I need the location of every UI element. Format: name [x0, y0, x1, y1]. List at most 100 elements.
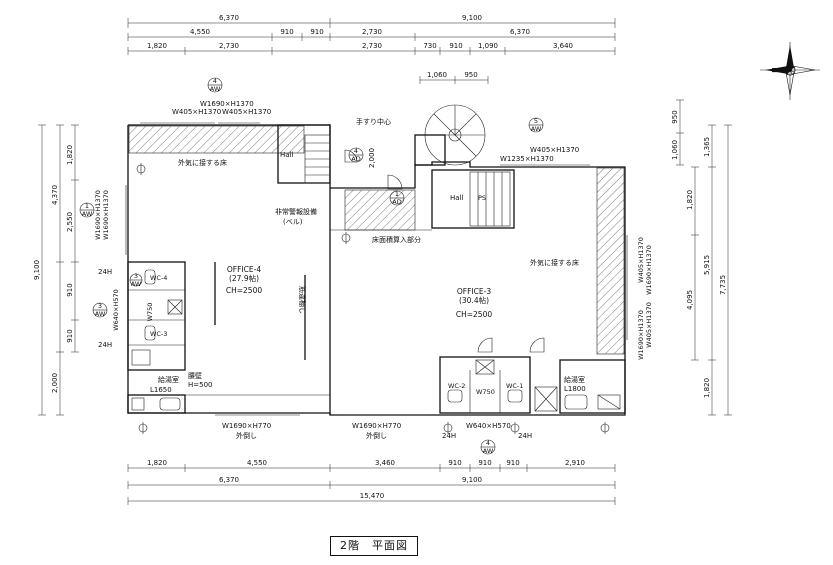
marker-ad4: 4 AD — [348, 147, 364, 163]
wc2-label: WC-2 — [448, 382, 465, 390]
ps-label: PS — [478, 194, 486, 202]
dim-bot-total: 15,470 — [360, 492, 385, 500]
office4-ch: CH=2500 — [226, 286, 262, 295]
marker-aw3-left: 3 AW — [92, 302, 108, 318]
fixture-symbols — [136, 163, 610, 434]
office3-name: OFFICE-3 — [457, 287, 491, 296]
win-top-left-2: W405×H1370 — [172, 108, 221, 116]
dim-left-in-1: 1,820 — [66, 145, 74, 165]
dim-left-in-2: 2,550 — [66, 212, 74, 232]
win-left-2: W1690×H1370 — [102, 190, 110, 240]
wc1-label: WC-1 — [506, 382, 523, 390]
svg-text:3: 3 — [134, 272, 138, 280]
svg-text:AW: AW — [483, 447, 494, 455]
h24-3: 24H — [442, 432, 456, 440]
win-left-1: W1690×H1370 — [94, 190, 102, 240]
gaiki-right: 外気に接する床 — [530, 258, 579, 267]
dim-left-total: 9,100 — [33, 260, 41, 280]
marker-aw1-left: 1 AW — [79, 202, 95, 218]
north-label: N — [771, 67, 780, 73]
dim-stair-1: 1,060 — [427, 71, 447, 79]
tesuri-label: 手すり中心 — [356, 117, 391, 126]
annotations: 外気に接する床 外気に接する床 手すり中心 非常警報設備 (ベル) 床面積算入部… — [98, 117, 579, 440]
h24-1: 24H — [98, 268, 112, 276]
office4-name: OFFICE-4 — [227, 265, 261, 274]
win-top-right-1: W405×H1370 — [530, 146, 579, 154]
drawing-caption: 2階 平面図 — [330, 536, 418, 556]
win-top-right-2: W1235×H1370 — [500, 155, 554, 163]
office4-area: (27.9帖) — [229, 273, 259, 283]
bottom-dimensions: 1,820 4,550 3,460 910 910 910 2,910 6,37… — [127, 459, 616, 505]
dim-top-r2-4: 2,730 — [362, 28, 382, 36]
hatch-floor-included — [344, 189, 416, 231]
boushi-wall: 筋違棚し — [298, 286, 307, 314]
win-top-left-3: W405×H1370 — [222, 108, 271, 116]
hatch-floor-left — [128, 125, 305, 154]
svg-text:3: 3 — [98, 302, 102, 310]
dim-2000: 2,000 — [368, 148, 376, 168]
kyuto-right: 給湯室 — [564, 375, 585, 384]
h24-2: 24H — [98, 341, 112, 349]
dim-top-r3-3: 2,730 — [362, 42, 382, 50]
dim-top-r2-5: 6,370 — [510, 28, 530, 36]
marker-aw5-top: 5 AW — [528, 117, 544, 133]
dim-top-r3-1: 1,820 — [147, 42, 167, 50]
dim-top-r3-7: 3,640 — [553, 42, 573, 50]
office3-ch: CH=2500 — [456, 310, 492, 319]
dim-stair-2: 950 — [464, 71, 477, 79]
dim-right-mid-3: 1,820 — [703, 378, 711, 398]
stair-right — [469, 171, 511, 227]
dim-bot-4: 910 — [448, 459, 461, 467]
dim-top-r2-2: 910 — [280, 28, 293, 36]
dim-left-in-3: 910 — [66, 283, 74, 296]
svg-text:1: 1 — [395, 190, 399, 198]
yukamen-label: 床面積算入部分 — [372, 235, 421, 244]
dim-left-mid-2: 2,000 — [51, 373, 59, 393]
dim-right-mid-2: 5,915 — [703, 255, 711, 275]
window-labels: W1690×H1370 W405×H1370 W405×H1370 W405×H… — [94, 100, 653, 440]
win-top-left-1: W1690×H1370 — [200, 100, 254, 108]
hall-left: Hall — [280, 151, 293, 159]
svg-text:AD: AD — [351, 155, 360, 163]
gaiki-left: 外気に接する床 — [178, 158, 227, 167]
wc3-label: WC-3 — [150, 330, 167, 338]
marker-aw4-top: 4 AW — [207, 77, 223, 93]
win-bot-left-2: 外倒し — [236, 431, 257, 440]
svg-text:5: 5 — [534, 117, 538, 125]
dim-bot-7: 2,910 — [565, 459, 585, 467]
svg-text:AW: AW — [531, 125, 542, 133]
svg-text:AW: AW — [82, 210, 93, 218]
svg-text:AD: AD — [392, 198, 401, 206]
office3-area: (30.4帖) — [459, 295, 489, 305]
svg-text:4: 4 — [213, 77, 217, 85]
h500: H=500 — [188, 381, 213, 389]
dim-bot-2: 4,550 — [247, 459, 267, 467]
svg-text:4: 4 — [354, 147, 358, 155]
kyuto-left: 給湯室 — [158, 375, 179, 384]
dim-top-2: 9,100 — [462, 14, 482, 22]
win-bot-right-1: W1690×H770 — [352, 422, 401, 430]
building-walls — [125, 104, 628, 416]
dim-top-r3-4: 730 — [423, 42, 436, 50]
dim-top-r3-6: 1,090 — [478, 42, 498, 50]
marker-aw4-bottom: 4 AW — [480, 439, 496, 455]
marker-aw-small: 3 AW — [129, 272, 143, 288]
svg-text:AW: AW — [210, 85, 221, 93]
dim-right-stair-1: 950 — [671, 110, 679, 123]
win-small-bottom: W640×H570 — [466, 422, 511, 430]
dim-right-stair-2: 1,060 — [671, 140, 679, 160]
dim-right-in-2: 4,095 — [686, 290, 694, 310]
north-arrow: N — [760, 42, 820, 100]
h24-4: 24H — [518, 432, 532, 440]
dim-top-r3-5: 910 — [449, 42, 462, 50]
svg-text:AW: AW — [131, 280, 142, 288]
w750-left: W750 — [146, 303, 154, 322]
dim-bot-1: 1,820 — [147, 459, 167, 467]
svg-text:AW: AW — [95, 310, 106, 318]
dim-bot-3: 3,460 — [375, 459, 395, 467]
dim-bot-r2-2: 9,100 — [462, 476, 482, 484]
l1650: L1650 — [150, 386, 172, 394]
dim-left-mid-1: 4,370 — [51, 185, 59, 205]
l1800: L1800 — [564, 385, 586, 393]
